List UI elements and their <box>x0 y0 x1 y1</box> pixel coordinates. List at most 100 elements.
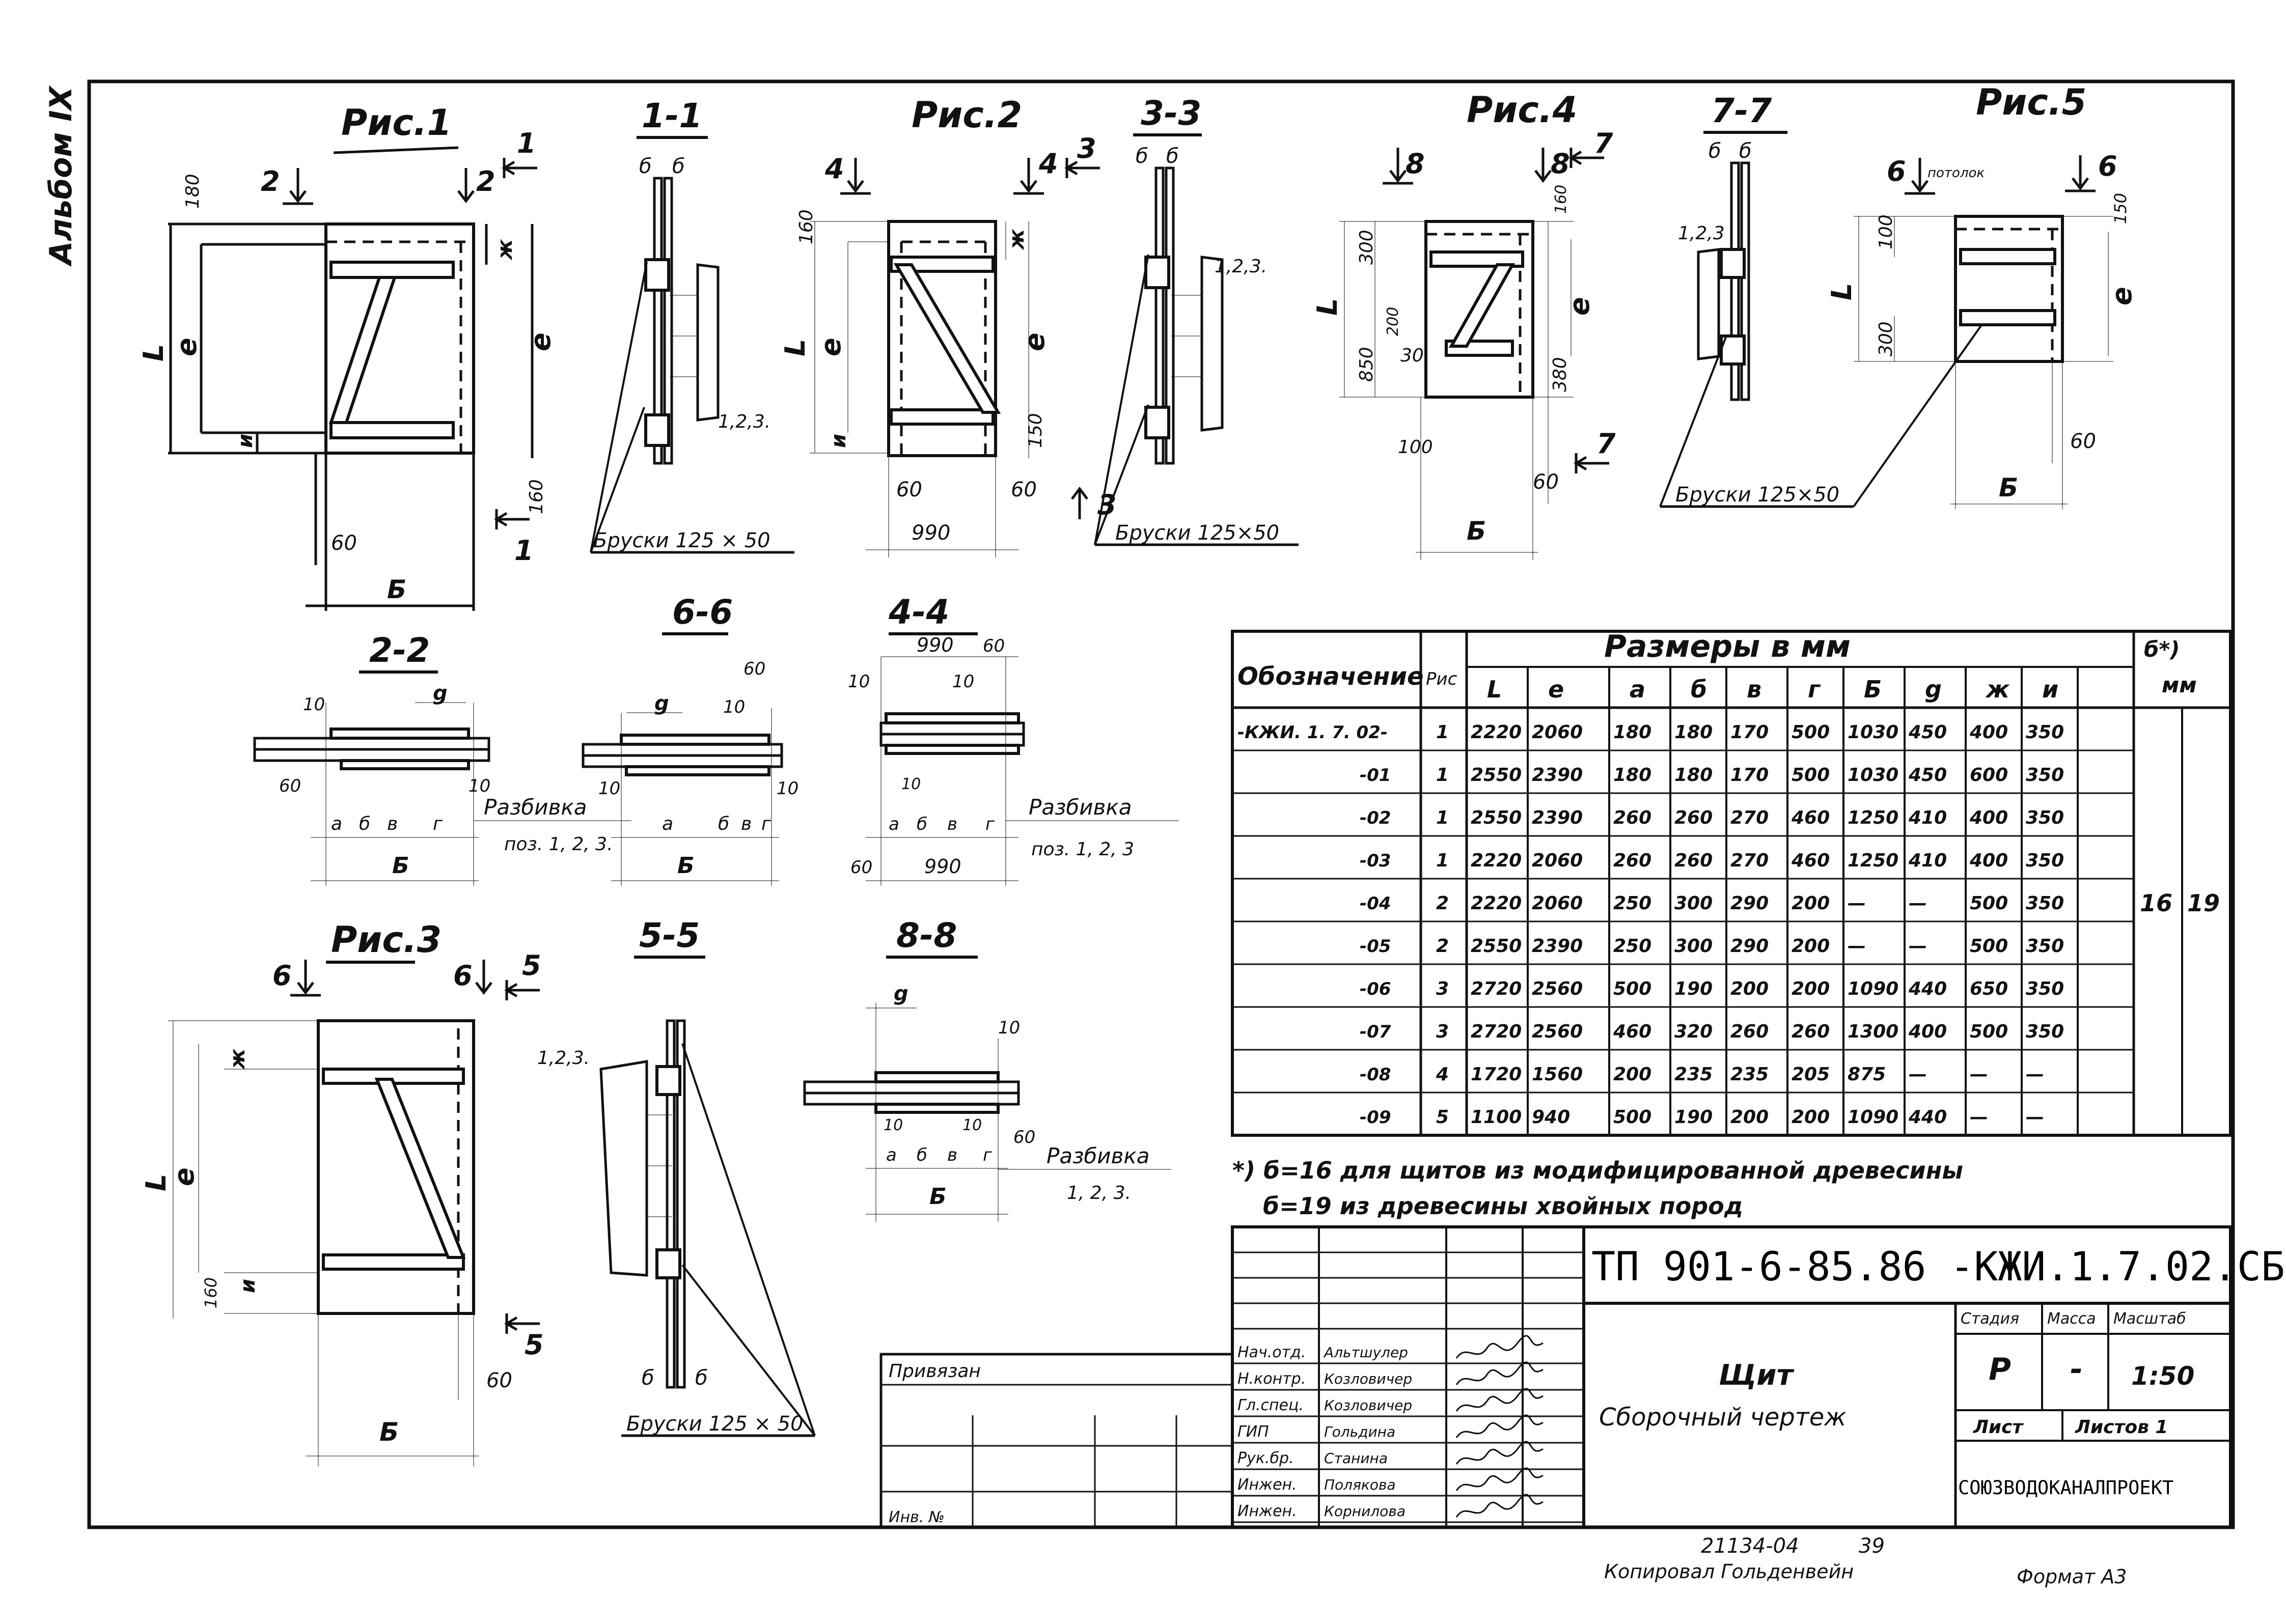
s66-a: а <box>662 814 673 834</box>
stamp-name: Корнилова <box>1324 1503 1406 1520</box>
table-cell: 190 <box>1674 978 1713 999</box>
s22-title: 2-2 <box>369 631 430 670</box>
table-col-1: e <box>1548 676 1564 703</box>
s88-v: в <box>947 1145 957 1165</box>
ris3-title: Рис.3 <box>331 919 442 961</box>
table-cell: 1300 <box>1848 1021 1898 1042</box>
stamp-name: Козловичер <box>1324 1370 1412 1387</box>
stamp-name: Козловичер <box>1324 1397 1412 1414</box>
ris5-cut6-left: 6 <box>1887 155 1906 187</box>
s55-title: 5-5 <box>639 916 700 955</box>
s66-B: Б <box>677 853 695 879</box>
s22-d10b: 10 <box>469 776 490 796</box>
table-cell: 2220 <box>1471 722 1522 743</box>
table-cell: 940 <box>1532 1107 1570 1128</box>
table-cell: 320 <box>1674 1021 1713 1042</box>
table-cell: — <box>1848 893 1866 914</box>
table-cell: 1030 <box>1848 765 1898 786</box>
table-cell: 410 <box>1908 807 1947 828</box>
stamp-code: ТП 901-6-85.86 -КЖИ.1.7.02.СБ <box>1591 1244 2285 1290</box>
ris1-dim-i: и <box>234 434 257 448</box>
stamp-name: Гольдина <box>1324 1423 1395 1440</box>
ris4-dim-160: 160 <box>1552 185 1570 214</box>
table-col-2: a <box>1630 676 1645 703</box>
table-cell: 200 <box>1792 1107 1830 1128</box>
table-cell: 450 <box>1908 765 1947 786</box>
ris1-cut2-left: 2 <box>261 165 280 198</box>
s44-d10b: 10 <box>952 671 974 692</box>
table-cell: 410 <box>1908 850 1947 871</box>
ris4-cut8-right: 8 <box>1551 148 1570 180</box>
table-cell: 180 <box>1674 765 1713 786</box>
table-cell: 180 <box>1674 722 1713 743</box>
stamp-people: Нач.отд.АльтшулерН.контр.КозловичерГл.сп… <box>1232 1335 1584 1523</box>
table-header-delta: б*) <box>2144 637 2180 662</box>
table-cell: 2550 <box>1471 807 1522 828</box>
table-row-ris: 2 <box>1436 936 1449 957</box>
stamp-inv: Инв. № <box>889 1508 945 1526</box>
table-cell: 600 <box>1970 765 2008 786</box>
table-cell: 500 <box>1970 1021 2008 1042</box>
table-cell: 440 <box>1908 978 1947 999</box>
table-cell: 260 <box>1674 850 1713 871</box>
stamp-role: Нач.отд. <box>1237 1343 1306 1361</box>
stamp-role: Инжен. <box>1237 1502 1297 1520</box>
ris2-dim-zh: ж <box>1005 229 1029 250</box>
ris1-dim-60: 60 <box>331 531 357 555</box>
s66-gg: г <box>761 814 772 834</box>
table-cell: — <box>2026 1107 2044 1128</box>
s55-pos: 1,2,3. <box>537 1048 590 1069</box>
table-cell: — <box>1909 1064 1927 1085</box>
table-cell: 200 <box>1730 1107 1769 1128</box>
table-cell: 450 <box>1908 722 1947 743</box>
s11-b2: б <box>672 155 685 178</box>
section-3-3: 3-3 б б 1,2,3. <box>1133 94 1267 465</box>
stamp-massa-h: Масса <box>2047 1310 2096 1328</box>
s44-d60b: 60 <box>850 857 872 878</box>
ris3-dim-60: 60 <box>486 1369 512 1392</box>
table-cell: 2390 <box>1532 936 1583 957</box>
table-cell: 2060 <box>1532 722 1583 743</box>
ris5-dim-100: 100 <box>1876 214 1896 249</box>
table-header-razm: Размеры в мм <box>1604 629 1851 664</box>
table-cell: 250 <box>1613 936 1651 957</box>
table-header-oboz: Обозначение <box>1237 662 1424 691</box>
table-cell: 170 <box>1730 765 1769 786</box>
signature-icon <box>1455 1494 1544 1518</box>
ris2-dim-e2: e <box>1018 332 1051 351</box>
s88-razb: Разбивка <box>1046 1143 1149 1168</box>
side-label: Альбом IX <box>43 85 79 267</box>
s88-poz: 1, 2, 3. <box>1067 1183 1131 1203</box>
s55-b1: б <box>642 1366 654 1390</box>
title-block: Привязан Инв. № ТП 901-6-85.86 -КЖИ.1.7.… <box>879 1225 2285 1529</box>
stamp-role: Н.контр. <box>1237 1370 1306 1388</box>
stamp-org: СОЮЗВОДОКАНАЛПРОЕКТ <box>1958 1477 2173 1499</box>
ris3-dim-e: e <box>168 1167 200 1186</box>
stamp-title2: Сборочный чертеж <box>1599 1403 1847 1432</box>
section-2-2: 2-2 10 10 60 g a б в г Б Разбивка поз. 1… <box>253 631 631 886</box>
table-col-7: g <box>1925 676 1942 703</box>
table-col-6: Б <box>1864 676 1882 703</box>
section-1-1: 1-1 б б 1,2,3. <box>637 96 770 465</box>
stamp-role: Инжен. <box>1237 1476 1297 1494</box>
table-cell: — <box>1909 936 1927 957</box>
table-cell: 1720 <box>1471 1064 1522 1085</box>
ris2-dim-150: 150 <box>1025 413 1046 448</box>
ris4-dim-100: 100 <box>1398 437 1433 458</box>
s44-poz: поз. 1, 2, 3 <box>1031 839 1134 860</box>
s66-d10c: 10 <box>777 778 798 799</box>
table-row-ris: 1 <box>1436 722 1449 743</box>
stamp-stadia: Р <box>1989 1352 2011 1387</box>
ris4-dim-300: 300 <box>1356 230 1377 265</box>
table-cell: 270 <box>1730 807 1769 828</box>
s66-title: 6-6 <box>672 593 733 632</box>
ris4-title: Рис.4 <box>1467 89 1577 131</box>
ris1-title: Рис.1 <box>341 102 452 144</box>
s77-b2: б <box>1739 139 1752 163</box>
table-row-ris: 4 <box>1436 1064 1449 1085</box>
s44-v: в <box>947 814 957 834</box>
s44-d10a: 10 <box>848 671 870 692</box>
table-col-3: б <box>1691 676 1707 703</box>
section-6-6: 6-6 g 10 60 10 10 а б в г Б <box>582 593 798 886</box>
table-cell: 460 <box>1791 850 1830 871</box>
